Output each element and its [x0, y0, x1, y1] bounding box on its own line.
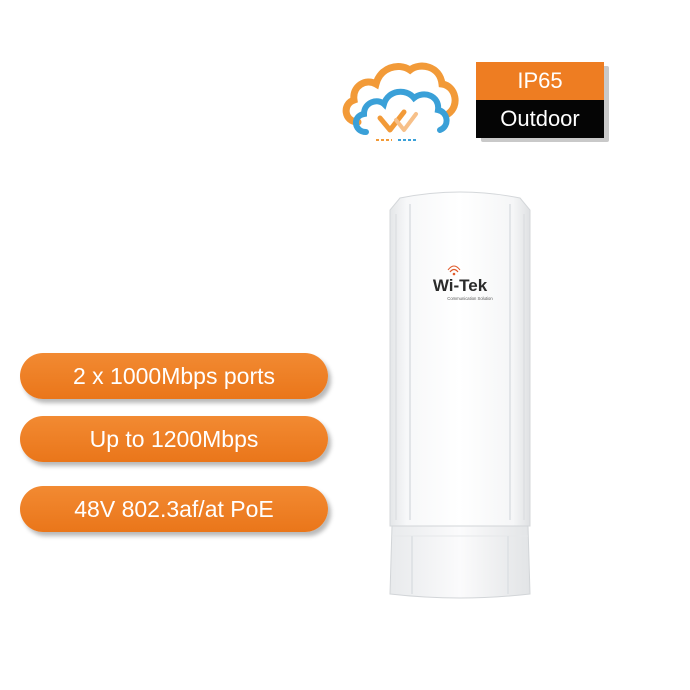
device-wifi-icon — [447, 265, 461, 276]
device-tagline: Communication Solution — [447, 296, 493, 301]
cloud-wifi-logo-icon — [336, 56, 466, 152]
device-brand-logo: Wi-Tek — [433, 276, 488, 295]
feature-pill-ports: 2 x 1000Mbps ports — [20, 353, 328, 399]
feature-pill-speed: Up to 1200Mbps — [20, 416, 328, 462]
badge-ip-rating: IP65 — [476, 62, 604, 100]
feature-pill-poe: 48V 802.3af/at PoE — [20, 486, 328, 532]
ip65-outdoor-badge: IP65 Outdoor — [476, 62, 609, 142]
outdoor-access-point-device: Wi-Tek Communication Solution — [370, 190, 550, 606]
badge-outdoor-label: Outdoor — [476, 100, 604, 138]
